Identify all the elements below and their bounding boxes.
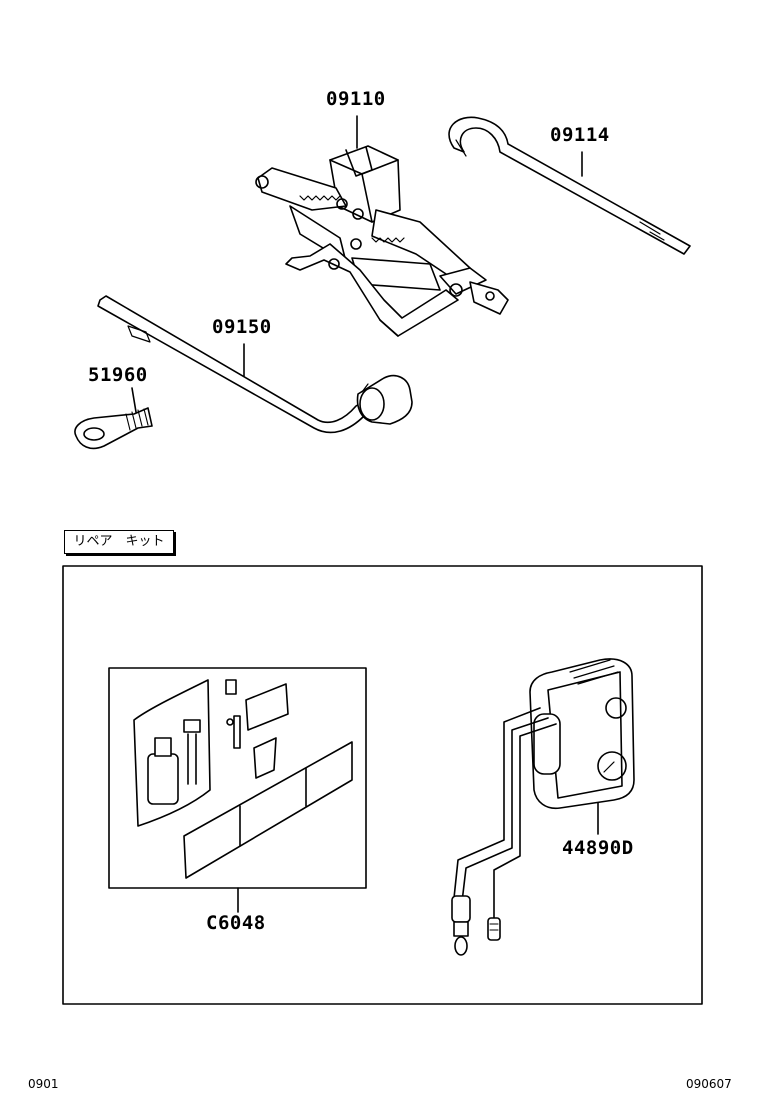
part-number-jack: 09110 <box>326 88 386 110</box>
compressor-illustration <box>451 658 635 956</box>
part-number-wheel-wrench: 09150 <box>212 316 272 338</box>
scissor-jack-illustration <box>255 115 509 337</box>
part-number-towing-eye: 51960 <box>88 364 148 386</box>
sealant-kit-illustration <box>108 667 367 913</box>
part-number-compressor: 44890D <box>562 837 634 859</box>
wheel-wrench-illustration <box>97 295 413 434</box>
repair-kit-label: リペア キット <box>64 530 174 554</box>
leader-line <box>131 387 137 413</box>
part-number-jack-handle: 09114 <box>550 124 610 146</box>
repair-kit-frame <box>62 565 703 1005</box>
part-number-sealant-kit: C6048 <box>206 912 266 934</box>
footer-left-code: 0901 <box>28 1077 59 1091</box>
jack-handle-illustration <box>448 116 691 255</box>
footer-right-code: 090607 <box>686 1077 732 1091</box>
towing-eye-illustration <box>74 387 153 450</box>
